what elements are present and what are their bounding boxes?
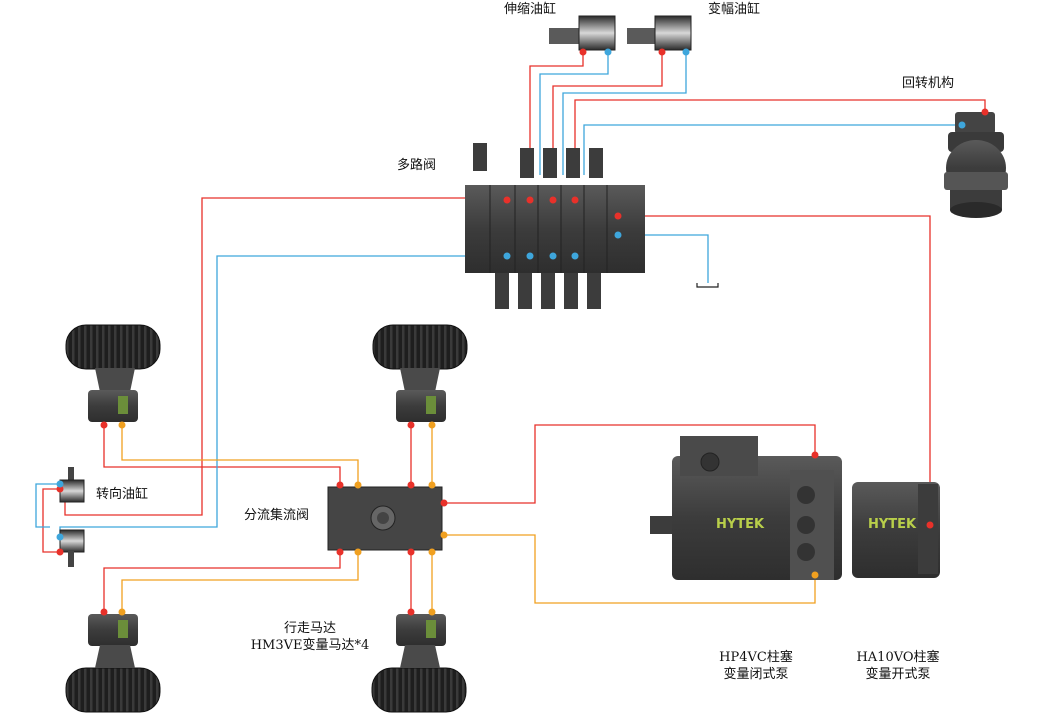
brand-logo-closed: HYTEK <box>716 517 765 532</box>
port-dots <box>56 48 989 616</box>
slewing-motor <box>944 112 1008 218</box>
travel-motor-front-right <box>396 368 446 422</box>
return-ports <box>56 48 966 541</box>
telescopic-cylinder <box>549 15 616 51</box>
brand-logo-open: HYTEK <box>868 517 917 532</box>
travel-motor-rear-left <box>88 614 138 668</box>
open-pump-label-2: 变量开式泵 <box>865 667 931 682</box>
luffing-cylinder-label: 变幅油缸 <box>708 2 761 17</box>
flow-divider-valve <box>327 486 443 551</box>
slewing-mechanism-label: 回转机构 <box>902 76 955 91</box>
steering-cylinder-upper <box>59 467 85 503</box>
steering-cylinder-label: 转向油缸 <box>96 487 149 502</box>
travel-motor-label-2: HM3VE变量马达*4 <box>250 638 370 653</box>
closed-pump-label-2: 变量闭式泵 <box>723 667 789 682</box>
pressure-ports <box>56 48 989 616</box>
luffing-cylinder <box>627 15 692 51</box>
drive-ports <box>118 421 819 616</box>
pressure-lines <box>42 52 986 612</box>
multiway-valve <box>465 143 645 309</box>
telescopic-cylinder-label: 伸缩油缸 <box>504 2 557 17</box>
multiway-valve-label: 多路阀 <box>397 158 437 173</box>
open-pump: HYTEK <box>852 482 940 578</box>
steering-cylinder-lower <box>59 529 85 567</box>
wheel-rear-right <box>371 667 467 713</box>
travel-motor-front-left <box>88 368 138 422</box>
hoses <box>35 52 986 612</box>
flow-divider-valve-label: 分流集流阀 <box>244 508 310 523</box>
closed-pump-label-1: HP4VC柱塞 <box>719 650 793 665</box>
travel-motor-label-1: 行走马达 <box>283 621 336 636</box>
drive-lines <box>121 425 816 612</box>
wheel-front-right <box>372 324 468 370</box>
travel-motor-rear-right <box>396 614 446 668</box>
wheel-front-left <box>65 324 161 370</box>
closed-pump: HYTEK <box>650 436 842 580</box>
wheel-rear-left <box>65 667 161 713</box>
open-pump-label-1: HA10VO柱塞 <box>856 650 940 665</box>
